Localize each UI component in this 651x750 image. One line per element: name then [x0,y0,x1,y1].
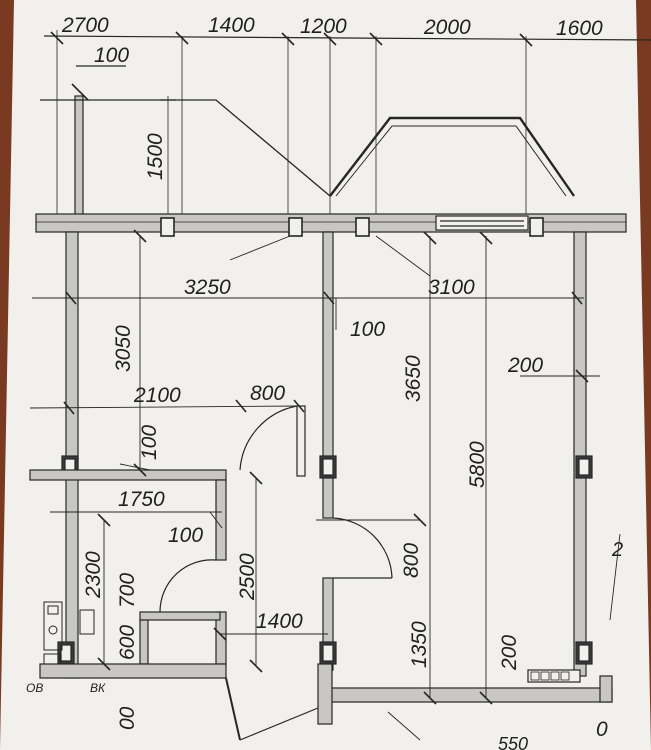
exterior-wall-bottom-right [325,687,613,703]
dim-partition: 100 [350,318,385,341]
label-left-bottom: 00 [116,706,139,730]
dim-door-right: 800 [400,543,423,578]
top-dimension-line [43,35,651,41]
dim-right-room-width: 3100 [428,276,475,299]
exterior-wall-bottom-left [39,663,227,679]
dim-balcony-wall: 100 [94,44,129,67]
dim-top-1200: 1200 [300,15,347,38]
dim-balcony-depth: 1500 [144,133,167,180]
dim-hall-width: 2100 [133,384,181,407]
balcony-side-wall [74,95,84,217]
bathroom-right-wall [215,479,227,561]
exterior-wall-right [573,231,587,677]
bathroom-top-wall [29,469,227,481]
window-opening-right [435,215,529,231]
balcony-left-outline [40,99,331,197]
dim-left-room-width: 3250 [184,276,231,299]
dim-lower-depth: 1350 [408,621,431,668]
central-partition [322,231,334,519]
door-swing-bath [159,559,217,613]
interior-dimension-lines [29,235,621,741]
door-swing-hall [239,405,298,471]
dim-wall-100-a: 100 [138,425,161,460]
columns-top [160,217,544,237]
dim-right-wall: 200 [507,354,543,377]
dim-corridor-width: 1400 [256,610,303,633]
entrance-door-leaf [225,677,241,741]
dim-bath-wall: 100 [168,524,203,547]
label-bottom-partial: 550 [498,734,528,750]
dim-right-room-depth-partial: 3650 [402,355,425,402]
dim-door-top: 800 [250,382,285,405]
dim-top-1600: 1600 [556,17,603,40]
label-right-edge: 2 [611,539,623,561]
dim-bath-door: 700 [116,573,139,608]
sanitary-fixtures [43,601,95,665]
dim-bath-lower: 600 [116,625,139,660]
corridor-wall [139,611,221,621]
door-leaf-hall [296,405,306,477]
label-ob: OB [26,681,43,695]
dim-right-room-depth-total: 5800 [466,441,489,488]
dim-bottom-wall: 200 [498,635,521,671]
balcony-bay-outline [329,116,575,197]
extension-lines [56,30,527,220]
dim-corridor-depth: 2500 [236,553,259,601]
dim-top-2700: 2700 [61,14,109,37]
dim-bath-depth: 2300 [82,551,105,599]
dim-top-2000: 2000 [423,16,471,39]
dim-left-room-depth: 3050 [112,325,135,372]
label-vk: ВК [90,681,106,695]
dim-bath-width: 1750 [118,488,165,511]
label-right-bottom: 0 [596,718,608,741]
interior-dimension-ticks [63,229,589,705]
dim-top-1400: 1400 [208,14,255,37]
